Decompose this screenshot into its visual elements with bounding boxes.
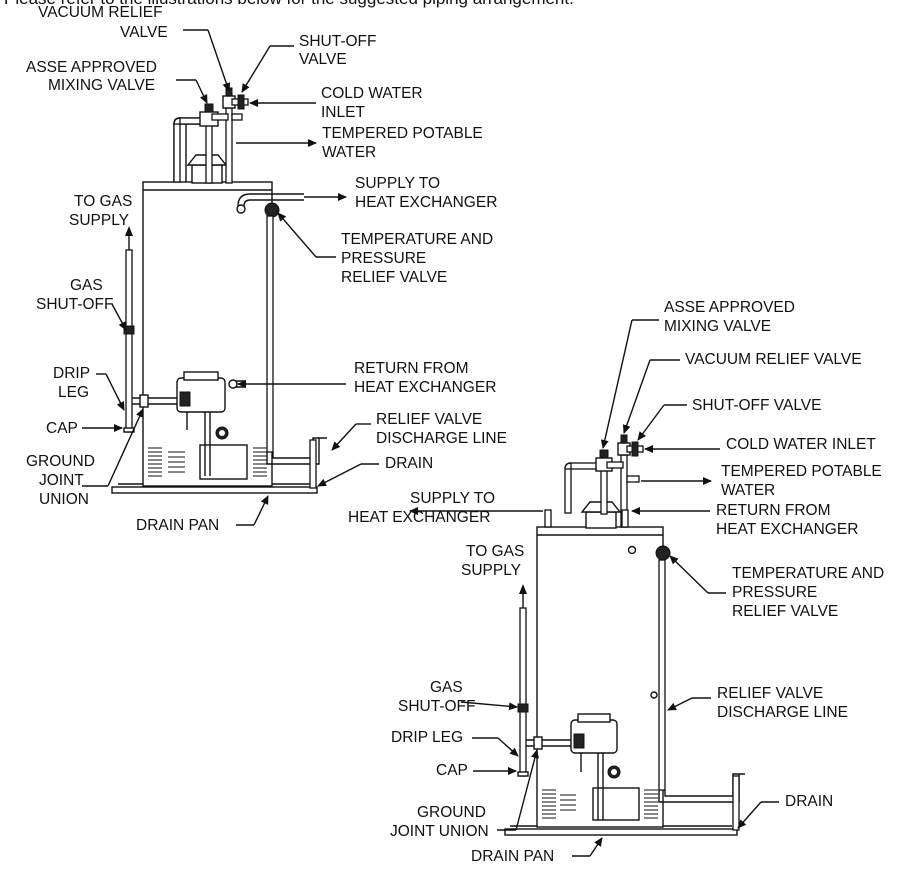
top-piping-1 [173,87,249,184]
label-drip-leg-2: DRIP LEG [391,729,463,746]
label-drain-pan-2: DRAIN PAN [471,848,554,865]
label-relief-discharge-2b: DISCHARGE LINE [717,704,848,721]
label-drain-1: DRAIN [385,455,433,472]
label-to-gas-supply-2b: SUPPLY [461,562,521,579]
label-return-from-hx-2: RETURN FROM [716,502,831,519]
label-shut-off-valve-2: SHUT-OFF VALVE [692,397,821,414]
label-gas-shut-off-1: GAS [70,277,103,294]
drain-pan-2 [504,828,738,836]
label-gas-shut-off-2b: SHUT-OFF [398,698,476,715]
water-heater-diagram-2 [504,434,745,836]
gas-piping-1 [123,226,177,433]
label-tempered-potable-water-1: TEMPERED POTABLE [322,125,483,142]
label-tempered-potable-water-2b: WATER [721,482,775,499]
label-asse-mixing-valve-1: ASSE APPROVED [26,59,157,76]
label-shut-off-valve-1: SHUT-OFF [299,33,377,50]
label-gas-shut-off-2: GAS [430,679,463,696]
label-drip-leg-1b: LEG [58,384,89,401]
label-vacuum-relief-valve-2: VACUUM RELIEF VALVE [685,351,862,368]
label-cap-2: CAP [436,762,468,779]
label-temp-pressure-relief-2b: PRESSURE [732,584,817,601]
label-temp-pressure-relief-1c: RELIEF VALVE [341,269,447,286]
label-drip-leg-1: DRIP [53,365,90,382]
label-to-gas-supply-1: TO GAS [74,193,132,210]
label-relief-discharge-2: RELIEF VALVE [717,685,823,702]
label-relief-discharge-1: RELIEF VALVE [376,411,482,428]
label-cold-water-inlet-1b: INLET [321,104,365,121]
label-ground-joint-union-1b: JOINT [39,472,84,489]
label-vacuum-relief-valve-1b: VALVE [120,24,168,41]
label-gas-shut-off-1b: SHUT-OFF [36,296,114,313]
label-drain-pan-1: DRAIN PAN [136,517,219,534]
label-cold-water-inlet-1: COLD WATER [321,85,423,102]
label-to-gas-supply-1b: SUPPLY [69,212,129,229]
label-return-from-hx-2b: HEAT EXCHANGER [716,521,858,538]
water-heater-tank-2 [536,501,664,828]
label-ground-joint-union-2b: JOINT UNION [390,823,489,840]
label-shut-off-valve-1b: VALVE [299,51,347,68]
label-relief-discharge-1b: DISCHARGE LINE [376,430,507,447]
label-ground-joint-union-1c: UNION [39,491,89,508]
label-to-gas-supply-2: TO GAS [466,543,524,560]
water-heater-tank-1 [142,154,273,487]
label-asse-mixing-valve-2b: MIXING VALVE [664,318,771,335]
label-ground-joint-union-1: GROUND [26,453,95,470]
label-tempered-potable-water-1b: WATER [322,144,376,161]
label-cold-water-inlet-2: COLD WATER INLET [726,436,876,453]
label-temp-pressure-relief-1b: PRESSURE [341,250,426,267]
gas-piping-2 [517,584,571,777]
label-cap-1: CAP [46,420,78,437]
label-tempered-potable-water-2: TEMPERED POTABLE [721,463,882,480]
label-supply-to-hx-2b: HEAT EXCHANGER [348,509,490,526]
top-piping-2 [544,434,644,528]
label-temp-pressure-relief-1: TEMPERATURE AND [341,231,493,248]
tp-relief-2 [655,545,745,831]
label-return-from-hx-1b: HEAT EXCHANGER [354,379,496,396]
intro-text: Please refer to the illustrations below … [4,0,574,8]
label-vacuum-relief-valve-1: VACUUM RELIEF [38,4,163,21]
drain-pan-1 [111,486,318,494]
label-supply-to-hx-2: SUPPLY TO [410,490,495,507]
label-asse-mixing-valve-2: ASSE APPROVED [664,299,795,316]
label-ground-joint-union-2: GROUND [417,804,486,821]
labels-diagram-2: ASSE APPROVED MIXING VALVE VACUUM RELIEF… [348,299,884,865]
label-temp-pressure-relief-2: TEMPERATURE AND [732,565,884,582]
label-supply-to-hx-1b: HEAT EXCHANGER [355,194,497,211]
label-asse-mixing-valve-1b: MIXING VALVE [48,77,155,94]
tp-relief-1 [264,202,327,489]
label-supply-to-hx-1: SUPPLY TO [355,175,440,192]
water-heater-diagram-1 [111,87,327,494]
label-drain-2: DRAIN [785,793,833,810]
label-return-from-hx-1: RETURN FROM [354,360,469,377]
labels-diagram-1: VACUUM RELIEF VALVE SHUT-OFF VALVE ASSE … [26,4,507,534]
label-temp-pressure-relief-2c: RELIEF VALVE [732,603,838,620]
